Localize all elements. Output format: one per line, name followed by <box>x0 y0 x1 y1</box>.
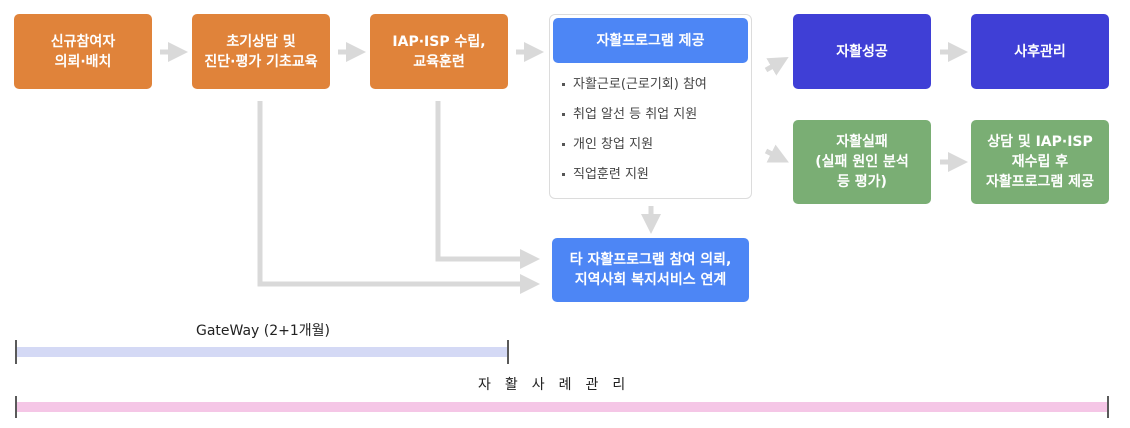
line-iap-to-referral <box>435 101 540 269</box>
list-item: 직업훈련 지원 <box>562 163 707 193</box>
step-aftercare: 사후관리 <box>971 14 1109 89</box>
case-bar <box>17 402 1107 412</box>
list-item-label: 취업 알선 등 취업 지원 <box>573 107 698 122</box>
step-success: 자활성공 <box>793 14 931 89</box>
list-item: 취업 알선 등 취업 지원 <box>562 103 707 133</box>
step-referral-label: 타 자활프로그램 참여 의뢰, 지역사회 복지서비스 연계 <box>569 252 732 288</box>
program-item-list: 자활근로(근로기회) 참여 취업 알선 등 취업 지원 개인 창업 지원 직업훈… <box>562 73 707 193</box>
program-panel: 자활프로그램 제공 자활근로(근로기회) 참여 취업 알선 등 취업 지원 개인… <box>549 14 752 199</box>
step-failure: 자활실패 (실패 원인 분석 등 평가) <box>793 120 931 204</box>
arrow-to-success <box>764 57 789 76</box>
arrow-to-failure <box>764 144 789 163</box>
step-re-plan: 상담 및 IAP·ISP 재수립 후 자활프로그램 제공 <box>971 120 1109 204</box>
step-iap-isp: IAP·ISP 수립, 교육훈련 <box>370 14 508 89</box>
program-panel-title-label: 자활프로그램 제공 <box>596 32 705 49</box>
step-initial-consult: 초기상담 및 진단·평가 기초교육 <box>192 14 330 89</box>
step-new-participant: 신규참여자 의뢰·배치 <box>14 14 152 89</box>
gateway-label: GateWay (2+1개월) <box>196 323 331 339</box>
program-panel-title: 자활프로그램 제공 <box>553 18 748 63</box>
line-consult-to-referral <box>257 101 540 294</box>
step-aftercare-label: 사후관리 <box>1014 43 1066 60</box>
step-referral: 타 자활프로그램 참여 의뢰, 지역사회 복지서비스 연계 <box>552 238 749 302</box>
step-failure-label: 자활실패 (실패 원인 분석 등 평가) <box>815 134 909 190</box>
bullet-icon <box>562 173 565 176</box>
list-item: 자활근로(근로기회) 참여 <box>562 73 707 103</box>
bullet-icon <box>562 113 565 116</box>
case-management-label: 자활사례관리 <box>478 377 640 393</box>
list-item-label: 자활근로(근로기회) 참여 <box>573 77 707 92</box>
list-item-label: 직업훈련 지원 <box>573 167 649 182</box>
step-iap-isp-label: IAP·ISP 수립, 교육훈련 <box>392 33 486 70</box>
list-item: 개인 창업 지원 <box>562 133 707 163</box>
step-re-plan-label: 상담 및 IAP·ISP 재수립 후 자활프로그램 제공 <box>986 134 1094 190</box>
bullet-icon <box>562 83 565 86</box>
bullet-icon <box>562 143 565 146</box>
step-initial-consult-label: 초기상담 및 진단·평가 기초교육 <box>204 33 318 70</box>
gateway-bar <box>17 347 507 357</box>
step-success-label: 자활성공 <box>836 43 888 60</box>
list-item-label: 개인 창업 지원 <box>573 137 654 152</box>
step-new-participant-label: 신규참여자 의뢰·배치 <box>50 33 116 70</box>
